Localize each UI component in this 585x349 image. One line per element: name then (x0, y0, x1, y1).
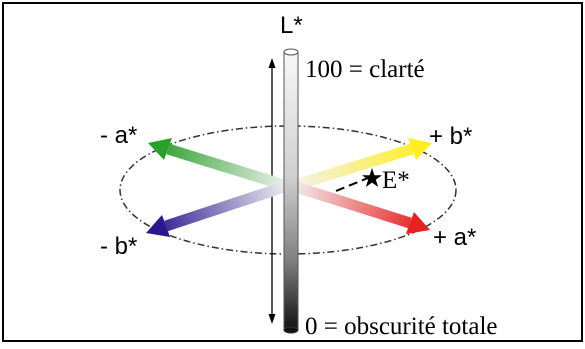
lightness-cylinder (284, 49, 298, 333)
neg-b-arrow (146, 187, 284, 237)
l-axis-arrow-head-bottom (269, 314, 276, 324)
star-icon (362, 168, 382, 187)
l-axis-label: L* (280, 14, 303, 38)
pos-b-arrow (296, 138, 432, 185)
darkness-bottom-label: 0 = obscurité totale (305, 314, 498, 339)
neg-b-label: - b* (100, 235, 137, 259)
l-axis-arrow-head-top (269, 58, 276, 68)
e-star-vector (336, 178, 368, 191)
neg-a-label: - a* (100, 124, 137, 148)
lightness-top-label: 100 = clarté (305, 57, 425, 82)
e-star-label: E* (382, 168, 410, 193)
pos-b-label: + b* (429, 125, 472, 149)
pos-a-label: + a* (433, 226, 476, 250)
pos-a-arrow (296, 187, 430, 234)
neg-a-arrow (148, 138, 284, 185)
